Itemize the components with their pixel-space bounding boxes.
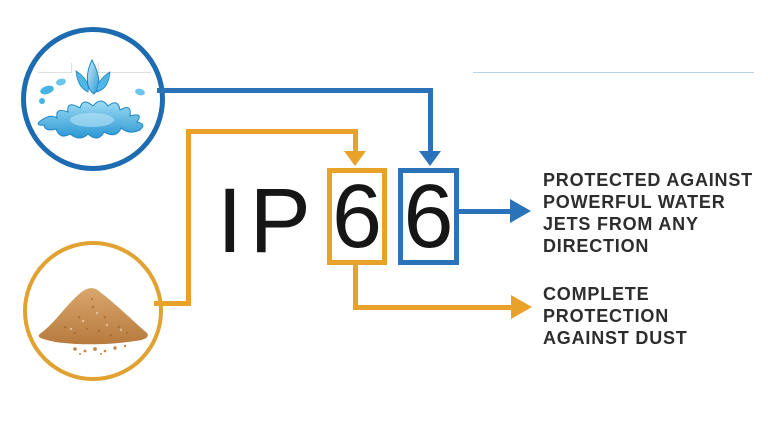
dust-protection-line: COMPLETE xyxy=(543,284,650,304)
water-protection-line: JETS FROM ANY xyxy=(543,214,699,234)
scattered-grains xyxy=(73,344,127,355)
decorative-divider-line xyxy=(473,72,754,73)
water-digit: 6 xyxy=(403,166,454,267)
ip-prefix: IP xyxy=(217,170,318,272)
dust-pile-icon xyxy=(38,288,148,355)
dust-arrow-right-icon xyxy=(511,295,532,319)
dust-digit-box: 6 xyxy=(327,168,387,265)
water-splash-icon xyxy=(37,58,145,139)
dust-digit: 6 xyxy=(331,166,383,267)
water-digit-box: 6 xyxy=(398,168,459,265)
dust-connector-drop xyxy=(353,129,358,154)
dust-pile-badge xyxy=(23,241,163,381)
dust-protection-line: PROTECTION xyxy=(543,306,670,326)
water-protection-line: DIRECTION xyxy=(543,236,650,256)
dust-connector-vertical xyxy=(186,129,191,306)
dust-callout-shaft xyxy=(353,305,513,310)
water-protection-line: PROTECTED AGAINST xyxy=(543,170,753,190)
water-connector-horizontal xyxy=(157,88,433,93)
water-connector-vertical xyxy=(428,88,433,152)
artifact-line xyxy=(38,72,71,73)
artifact-tick xyxy=(98,63,99,73)
artifact-line xyxy=(99,72,151,73)
dust-protection-line: AGAINST DUST xyxy=(543,328,688,348)
water-arrow-right-icon xyxy=(510,199,531,223)
water-callout-shaft xyxy=(459,209,512,214)
water-splash-badge xyxy=(21,27,165,171)
dust-connector-stub xyxy=(154,301,191,306)
water-arrow-down-icon xyxy=(419,151,441,166)
water-protection-text: PROTECTED AGAINST POWERFUL WATER JETS FR… xyxy=(543,169,768,257)
dust-protection-text: COMPLETE PROTECTION AGAINST DUST xyxy=(543,283,768,349)
water-protection-line: POWERFUL WATER xyxy=(543,192,726,212)
dust-callout-vertical xyxy=(353,263,358,308)
dust-connector-horizontal xyxy=(186,129,358,134)
artifact-tick xyxy=(71,63,72,73)
dust-arrow-down-icon xyxy=(344,151,366,166)
